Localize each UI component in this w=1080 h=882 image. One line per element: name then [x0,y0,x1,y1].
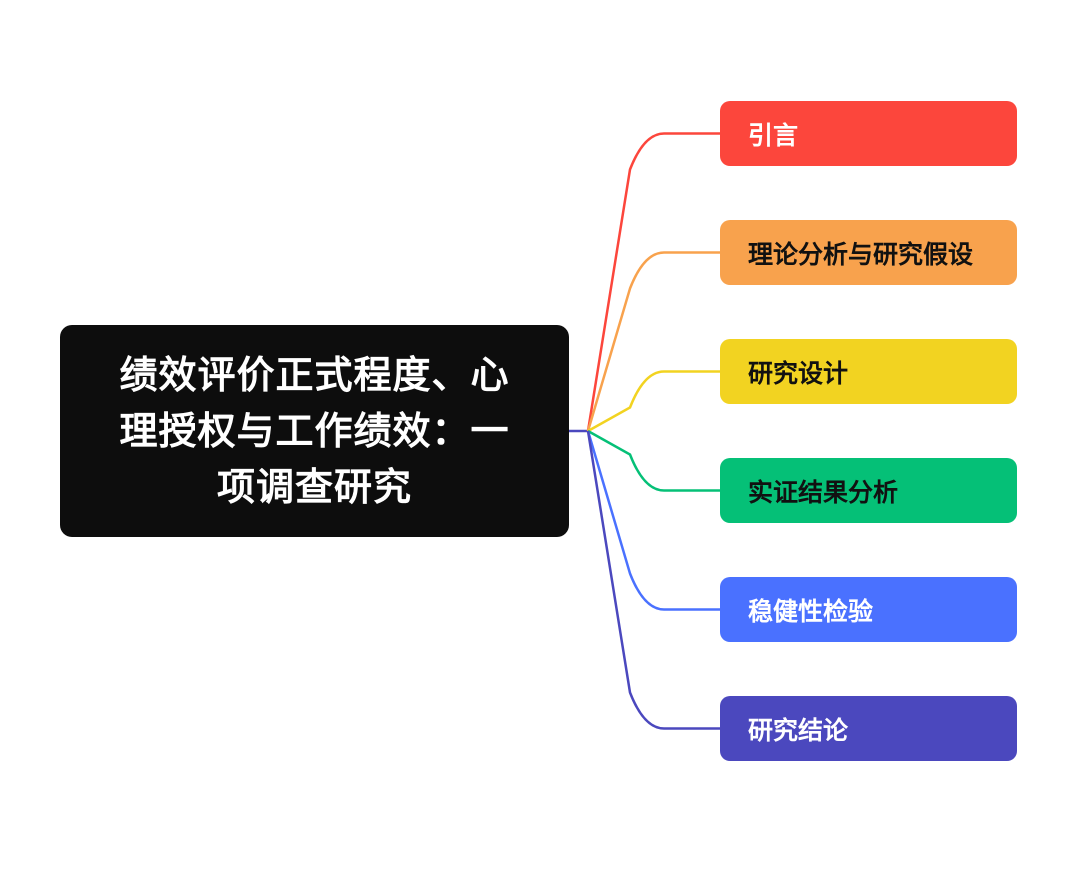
connector-line-2 [586,251,720,432]
root-topic-title: 绩效评价正式程度、心 理授权与工作绩效：一 项调查研究 [119,347,509,515]
branch-label: 理论分析与研究假设 [748,239,974,269]
connector-line-5 [586,430,720,611]
root-topic-node[interactable]: 绩效评价正式程度、心 理授权与工作绩效：一 项调查研究 [60,325,569,537]
branch-label: 研究设计 [748,358,849,388]
branch-label: 引言 [748,120,799,150]
branch-node-theory-hypotheses[interactable]: 理论分析与研究假设 [720,220,1017,285]
root-title-line-2: 理授权与工作绩效：一 [119,409,510,453]
branch-node-research-design[interactable]: 研究设计 [720,339,1017,404]
connector-line-6 [586,430,720,730]
root-title-line-3: 项调查研究 [216,465,412,509]
branch-label: 实证结果分析 [748,477,899,507]
connector-line-3 [587,370,720,433]
branch-node-robustness-test[interactable]: 稳健性检验 [720,577,1017,642]
branch-node-introduction[interactable]: 引言 [720,101,1017,166]
branch-node-conclusion[interactable]: 研究结论 [720,696,1017,761]
branch-label: 稳健性检验 [748,596,874,626]
connector-line-1 [586,132,720,432]
branch-label: 研究结论 [748,715,849,745]
branch-node-empirical-results[interactable]: 实证结果分析 [720,458,1017,523]
root-title-line-1: 绩效评价正式程度、心 [119,353,510,397]
connector-line-4 [587,429,720,492]
